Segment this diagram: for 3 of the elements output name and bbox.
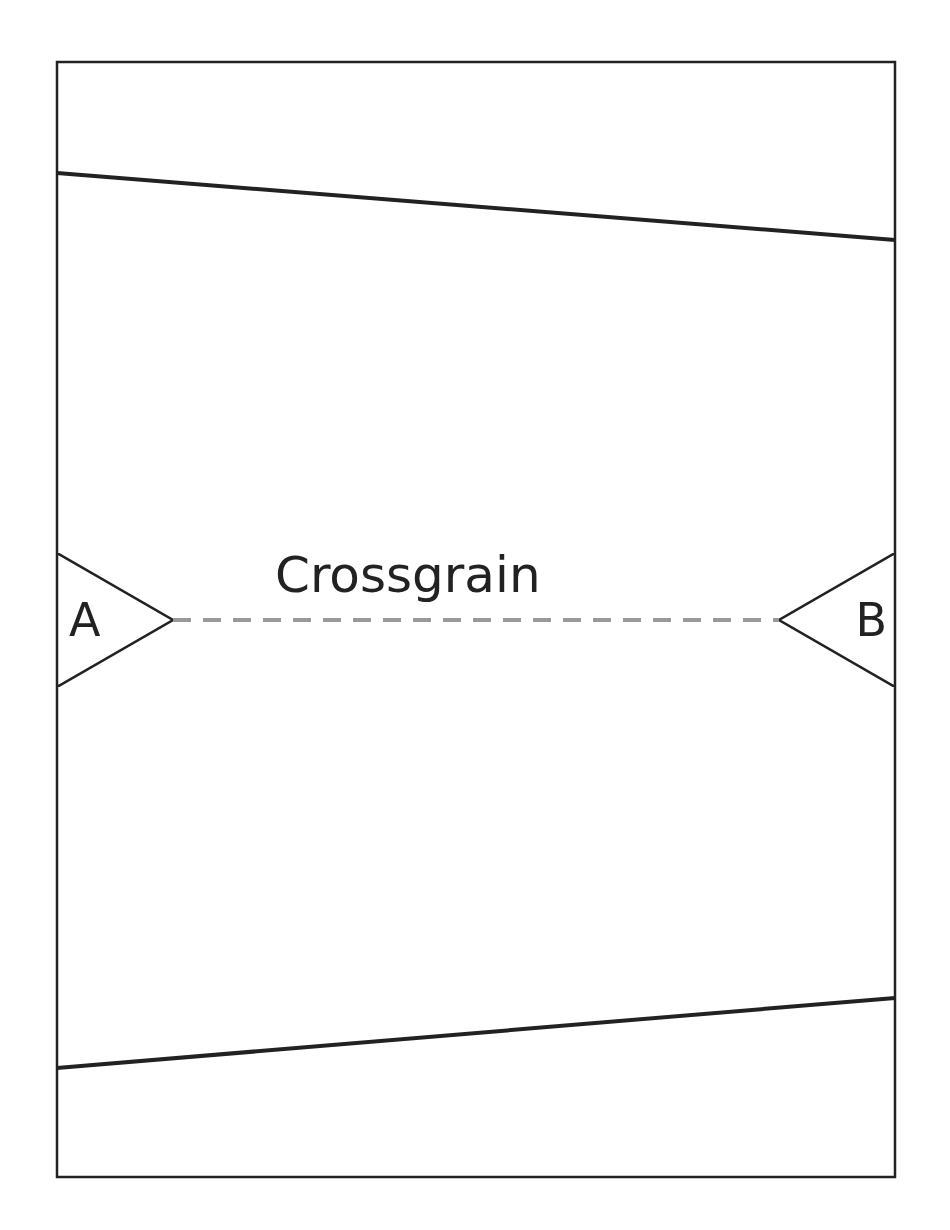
- notch-letter: B: [855, 592, 887, 649]
- grain-line: [173, 618, 779, 622]
- notch-letter: A: [69, 592, 101, 649]
